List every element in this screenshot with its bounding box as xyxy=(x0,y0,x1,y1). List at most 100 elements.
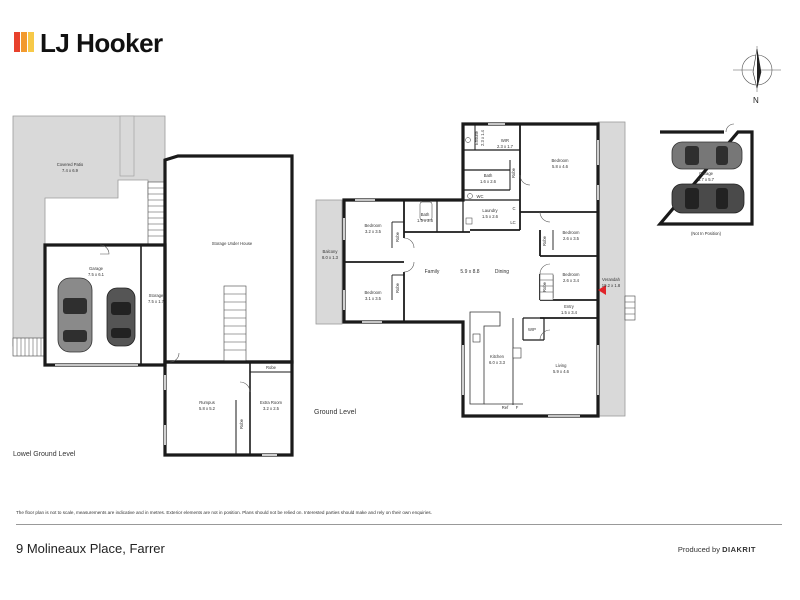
room-name: Bedroom xyxy=(365,223,383,228)
rumpus-door xyxy=(169,352,180,363)
room-name: Rumpus xyxy=(199,400,215,405)
footer-divider xyxy=(16,524,782,525)
room-size: 7.5 x 1.7 xyxy=(148,299,165,304)
garage-door-swing xyxy=(725,123,735,133)
ground-level-label: Ground Level xyxy=(314,409,356,416)
room-size: 1.6 x 2.6 xyxy=(480,179,497,184)
door-swing xyxy=(403,237,415,249)
room-size: 2.6 x 3.4 xyxy=(563,278,580,283)
room-name: Family xyxy=(425,269,440,275)
f-label: F xyxy=(516,405,519,410)
car-icon xyxy=(106,287,136,347)
detached-garage: Garage 5.7 x 5.7 (Not In Position) xyxy=(656,123,754,236)
car-icon xyxy=(671,141,743,170)
room-name: Bedroom xyxy=(563,230,581,235)
entry-marker-icon xyxy=(598,285,606,295)
property-address: 9 Molineaux Place, Farrer xyxy=(16,541,165,556)
room-name: Living xyxy=(556,363,568,368)
room-name: Bedroom xyxy=(563,272,581,277)
room-name: WIR xyxy=(501,138,509,143)
kitchen-sink-icon xyxy=(472,333,481,343)
room-name: Bath xyxy=(421,212,430,217)
robe-label: Robe xyxy=(395,282,400,293)
room-name: Extra Room xyxy=(260,400,283,405)
room-name: Ensuite xyxy=(474,130,479,145)
internal-stairs xyxy=(223,285,247,363)
room-size: 2.3 x 1.4 xyxy=(480,129,485,146)
room-size: 3.2 x 2.5 xyxy=(263,406,280,411)
room-size: 5.9 x 8.8 xyxy=(460,269,479,275)
room-name: Dining xyxy=(495,269,509,275)
logo-bar-yellow xyxy=(28,32,34,52)
garage-side-door xyxy=(99,244,110,255)
robe-label: Robe xyxy=(266,365,277,370)
brand-name: LJ Hooker xyxy=(40,28,163,58)
door-swing xyxy=(539,263,551,275)
robe-label: Robe xyxy=(395,231,400,242)
room-name: Kitchen xyxy=(490,354,505,359)
door-swing xyxy=(539,211,551,223)
room-name: Balcony xyxy=(323,249,339,254)
c-label: C xyxy=(512,206,515,211)
room-name: Bedroom xyxy=(365,290,383,295)
bath-fixture-icon xyxy=(419,201,433,221)
room-name: Garage xyxy=(699,171,714,176)
room-size: 5.8 x 5.2 xyxy=(199,406,216,411)
garage-position-note: (Not In Position) xyxy=(691,231,722,236)
robe-label: Robe xyxy=(239,418,244,429)
balcony-deck xyxy=(315,199,343,325)
ground-internal-walls xyxy=(344,124,598,405)
room-name: Covered Patio xyxy=(57,162,84,167)
lc-label: LC xyxy=(510,220,515,225)
patio-stairs xyxy=(147,181,165,245)
room-size: 3.1 x 3.5 xyxy=(365,296,382,301)
producer-name: DIAKRIT xyxy=(722,545,756,554)
toilet-icon xyxy=(465,137,471,143)
room-name: Bath xyxy=(484,173,493,178)
compass-north-label: N xyxy=(753,96,759,105)
room-name: Bedroom xyxy=(552,158,570,163)
disclaimer: The floor plan is not to scale, measurem… xyxy=(16,510,432,515)
room-name: Garage xyxy=(89,266,104,271)
robe-label: Robe xyxy=(542,235,547,246)
robe-label: Robe xyxy=(511,167,516,178)
lower-level-label: Lowel Ground Level xyxy=(13,451,76,458)
door-swing xyxy=(403,261,415,273)
logo-bar-red xyxy=(14,32,20,52)
door-swing xyxy=(519,174,531,186)
room-size: 7.4 x 6.9 xyxy=(62,168,79,173)
wip-label: WIP xyxy=(528,327,536,332)
room-size: 1.5 x 2.6 xyxy=(417,218,434,223)
room-size: 7.5 x 6.1 xyxy=(88,272,105,277)
room-size: 1.5 x 3.4 xyxy=(561,310,578,315)
robe-label: Robe xyxy=(542,281,547,292)
producer-credit: Produced by DIAKRIT xyxy=(678,545,756,554)
room-name: Storage Under House xyxy=(212,241,253,246)
room-size: 5.8 x 4.6 xyxy=(552,164,569,169)
logo-bar-orange xyxy=(21,32,27,52)
room-name: Laundry xyxy=(482,208,498,213)
room-size: 3.2 x 3.5 xyxy=(365,229,382,234)
car-icon xyxy=(57,277,93,353)
room-size: 19.2 x 1.8 xyxy=(602,283,621,288)
verandah-deck xyxy=(597,121,626,417)
room-name: WC xyxy=(477,194,484,199)
door-swing xyxy=(539,329,551,341)
patio-corner-stairs xyxy=(12,337,46,357)
room-size: 2.3 x 1.7 xyxy=(497,144,514,149)
room-size: 8.0 x 1.3 xyxy=(322,255,339,260)
toilet-icon xyxy=(467,193,473,199)
room-size: 5.9 x 4.6 xyxy=(553,369,570,374)
room-name: Storage xyxy=(149,293,164,298)
cooktop-icon xyxy=(512,347,522,359)
room-name: Entry xyxy=(564,304,575,309)
room-size: 1.5 x 2.6 xyxy=(482,214,499,219)
patio-step-notch xyxy=(119,115,135,177)
lower-ground-level: Covered Patio 7.4 x 6.9 Storage Under Ho… xyxy=(12,115,294,458)
ref-label: Ref xyxy=(502,405,509,410)
entry-steps xyxy=(624,295,636,321)
brand-logo: LJ Hooker xyxy=(14,28,164,58)
north-compass-icon: N xyxy=(733,46,781,105)
storage-under-house-walls xyxy=(163,154,294,364)
